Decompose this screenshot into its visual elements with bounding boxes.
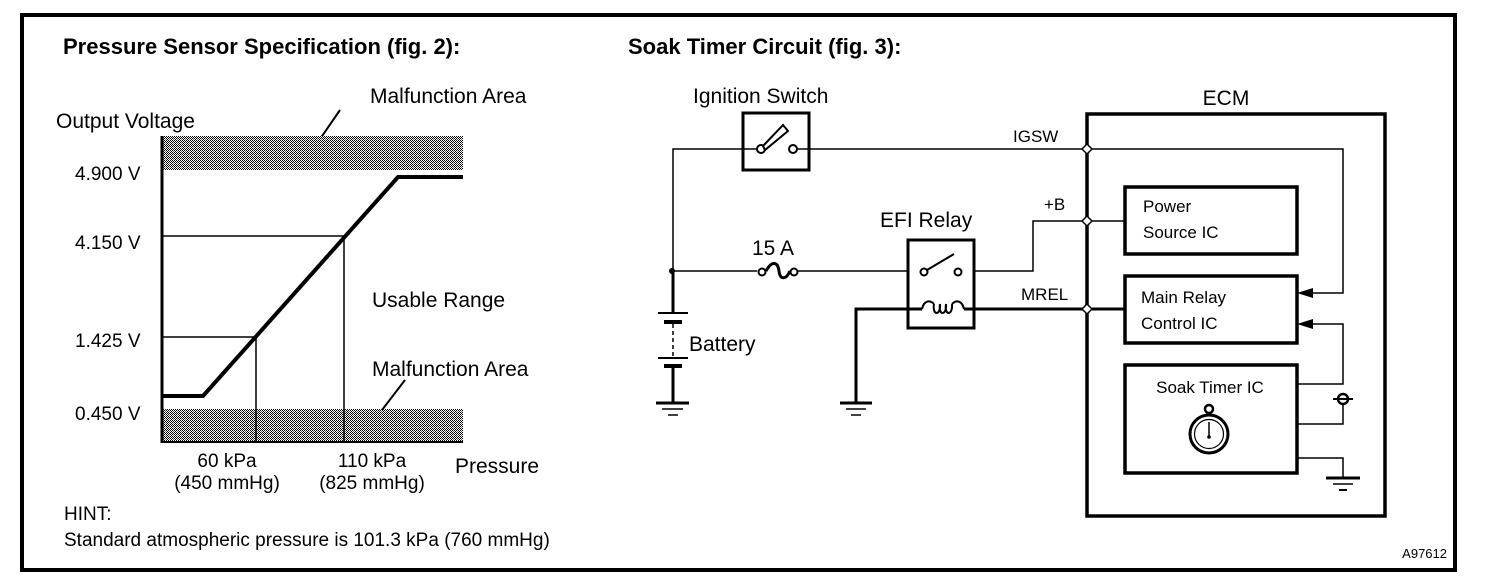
- wire-timer-backup: [1297, 402, 1344, 425]
- wire-timer-ground: [1297, 457, 1344, 478]
- ground-icon: [840, 401, 872, 416]
- x-tick-kpa: 110 kPa: [338, 451, 407, 472]
- y-tick-label: 0.450 V: [75, 404, 141, 425]
- terminal-node: [1080, 302, 1094, 316]
- arrow-icon: [1297, 288, 1313, 298]
- power-source-ic-label: Power: [1143, 197, 1192, 216]
- main-relay-control-ic-label: Control IC: [1141, 314, 1218, 333]
- terminal-node: [1080, 142, 1094, 156]
- pressure-sensor-title: Pressure Sensor Specification (fig. 2):: [63, 34, 460, 59]
- figure-id: A97612: [1402, 546, 1447, 561]
- x-axis-label: Pressure: [455, 455, 539, 478]
- wire-timer-relay: [1297, 323, 1344, 385]
- battery-icon: [658, 312, 688, 368]
- fuse-icon: [757, 262, 799, 280]
- x-tick-mmhg: (450 mmHg): [174, 473, 280, 494]
- terminal-igsw-label: IGSW: [1013, 127, 1058, 146]
- malfunction-bottom-band: [162, 409, 463, 442]
- wire-battery-ignition: [672, 148, 757, 271]
- x-tick-mmhg: (825 mmHg): [319, 473, 425, 494]
- hint-title: HINT:: [64, 504, 112, 525]
- sensor-output-curve: [162, 175, 463, 398]
- usable-range-label: Usable Range: [372, 289, 505, 312]
- x-tick-kpa: 60 kPa: [197, 451, 257, 472]
- battery-label: Battery: [689, 333, 756, 356]
- wire-igsw-internal: [1092, 148, 1344, 294]
- stopwatch-icon: [1188, 403, 1230, 455]
- power-source-ic-label: Source IC: [1143, 223, 1219, 242]
- ecm-label: ECM: [1203, 87, 1250, 110]
- ground-icon: [656, 401, 689, 416]
- fuse-label: 15 A: [752, 237, 794, 260]
- power-source-ic-box: [1123, 185, 1299, 256]
- y-tick-label: 4.900 V: [75, 164, 141, 185]
- terminal-mrel-label: MREL: [1021, 285, 1068, 304]
- main-relay-control-ic-label: Main Relay: [1141, 288, 1227, 307]
- y-tick-label: 1.425 V: [75, 331, 141, 352]
- wire-relay-ground: [854, 307, 922, 402]
- malfunction-top-band: [162, 136, 463, 170]
- malfunction-bottom-label: Malfunction Area: [372, 358, 529, 381]
- ground-icon: [1326, 476, 1360, 491]
- arrow-icon: [1297, 319, 1313, 329]
- main-relay-control-ic-box: [1123, 274, 1299, 345]
- hint-text: Standard atmospheric pressure is 101.3 k…: [64, 530, 550, 551]
- circuit-title: Soak Timer Circuit (fig. 3):: [628, 34, 901, 59]
- backup-power-icon: [1333, 392, 1353, 406]
- malfunction-top-label: Malfunction Area: [370, 85, 527, 108]
- y-axis-label: Output Voltage: [56, 110, 195, 133]
- y-tick-label: 4.150 V: [75, 233, 141, 254]
- malfunction-bottom-leader: [381, 379, 406, 411]
- wire-plus-b: [974, 220, 1087, 272]
- terminal-plus-b-label: +B: [1044, 195, 1065, 214]
- soak-timer-ic-label: Soak Timer IC: [1156, 378, 1264, 397]
- efi-relay-label: EFI Relay: [880, 209, 973, 232]
- ignition-switch-icon: [741, 111, 811, 172]
- outer-frame: [20, 13, 1457, 572]
- efi-relay-icon: [906, 238, 976, 330]
- ignition-switch-label: Ignition Switch: [693, 85, 828, 108]
- terminal-node: [1080, 214, 1094, 228]
